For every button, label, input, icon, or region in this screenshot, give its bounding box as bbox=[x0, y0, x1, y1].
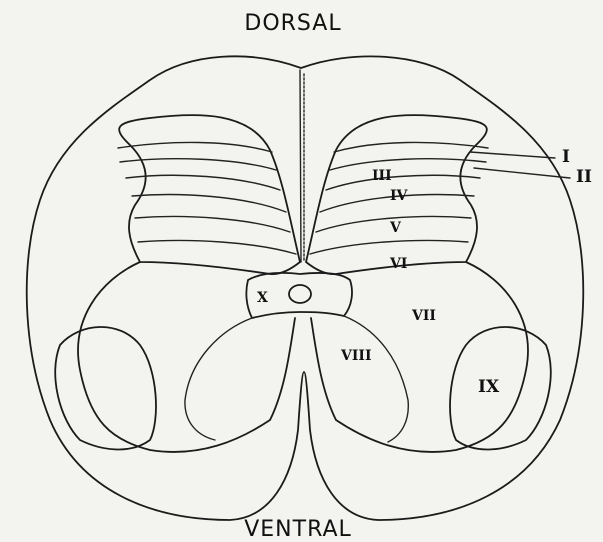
dorsal-median-septum bbox=[300, 70, 301, 262]
lamina-line-left-6 bbox=[138, 241, 296, 255]
lamina-viii-right bbox=[344, 316, 408, 442]
leader-line-I bbox=[470, 152, 555, 158]
lamina-label-III: III bbox=[372, 168, 392, 184]
lamina-ix-left bbox=[55, 327, 156, 449]
lamina-label-V: V bbox=[389, 220, 402, 236]
lamina-viii-left bbox=[185, 318, 252, 440]
central-canal bbox=[289, 285, 311, 303]
lamina-ix-right bbox=[450, 327, 551, 449]
lamina-label-II: II bbox=[576, 167, 592, 187]
lamina-label-VI: VI bbox=[389, 256, 407, 272]
lamina-label-X: X bbox=[257, 290, 268, 306]
lamina-label-I: I bbox=[562, 147, 570, 167]
lamina-label-IV: IV bbox=[390, 188, 409, 204]
lamina-line-left-1 bbox=[118, 142, 272, 152]
lamina-line-left-5 bbox=[135, 217, 290, 232]
ventral-label: VENTRAL bbox=[244, 517, 352, 542]
lamina-label-VII: VII bbox=[411, 308, 436, 324]
lamina-line-right-1 bbox=[334, 142, 488, 152]
lamina-label-IX: IX bbox=[478, 377, 500, 397]
dorsal-label: DORSAL bbox=[244, 11, 341, 36]
lamina-line-left-4 bbox=[132, 195, 286, 212]
lamina-line-right-6 bbox=[310, 241, 468, 255]
outer-outline bbox=[27, 56, 584, 520]
lamina-label-VIII: VIII bbox=[340, 348, 372, 364]
lamina-line-left-3 bbox=[126, 175, 280, 190]
